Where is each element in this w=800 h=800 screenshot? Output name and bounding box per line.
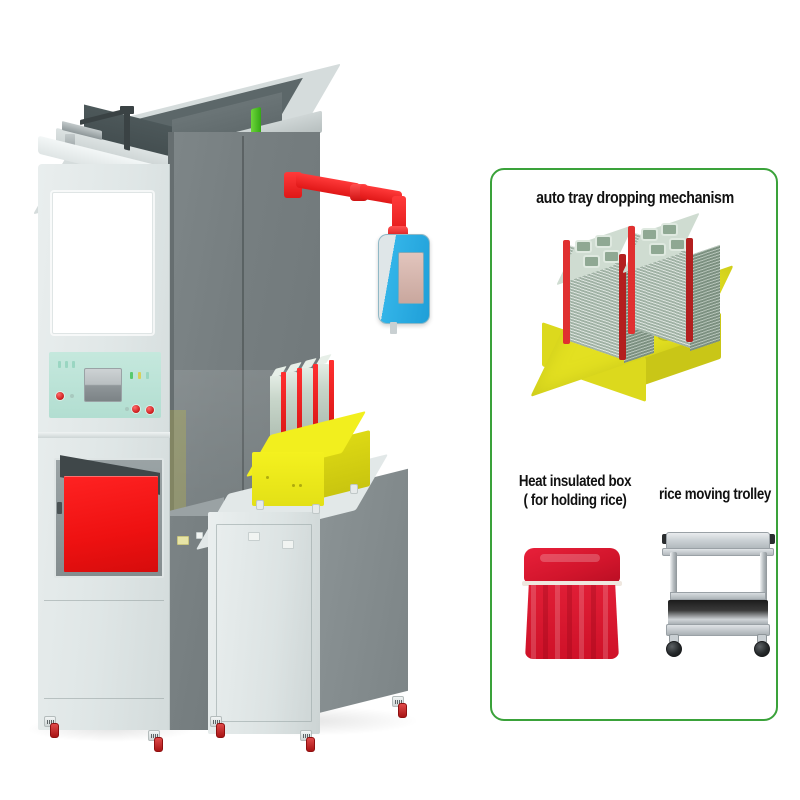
lid-highlight — [540, 554, 600, 562]
tray-cell — [595, 235, 612, 248]
caster-roller — [398, 703, 407, 718]
box-rib — [603, 585, 608, 659]
hmi-cable-clip — [390, 322, 397, 334]
tray-guide-rail — [297, 368, 302, 440]
trolley-bottom-rail — [666, 624, 770, 636]
pedestal-front-panel — [216, 524, 312, 722]
tray-guide-rail — [329, 360, 334, 432]
tray-cell — [575, 240, 592, 253]
trolley-caster — [666, 634, 682, 657]
label-rice-moving-trolley: rice moving trolley — [658, 486, 771, 503]
tray-stack-side — [690, 244, 720, 352]
indicator-led — [146, 372, 149, 379]
trolley-handle-right — [766, 534, 775, 544]
caster-wheel — [300, 730, 316, 752]
label-line-1: Heat insulated box — [518, 473, 632, 490]
box-rib — [567, 585, 572, 659]
display-window — [52, 192, 153, 334]
tray-guide-rail — [686, 238, 693, 342]
panel-marker — [70, 394, 74, 398]
box-rib — [543, 585, 548, 659]
trolley-mid-rail — [670, 592, 766, 600]
cabinet-seam — [44, 600, 164, 601]
indicator-led — [58, 361, 61, 368]
cabinet-mid-rail — [38, 432, 170, 438]
tray-column — [270, 376, 281, 442]
tray-guide-rail — [281, 372, 286, 444]
tray-cell — [669, 238, 686, 251]
machine-rear-column-edge — [168, 132, 174, 652]
module-fastener — [292, 484, 295, 487]
pedestal-sticker — [177, 536, 189, 545]
caster-wheel — [148, 730, 164, 752]
insulated-box-lid — [524, 548, 620, 582]
tray-cell — [661, 223, 678, 236]
module-fastener — [266, 476, 269, 479]
module-fastener — [299, 484, 302, 487]
emergency-stop-button[interactable] — [56, 392, 64, 400]
module-foot — [256, 500, 264, 510]
tray-cell — [641, 228, 658, 241]
caster-roller — [154, 737, 163, 752]
rice-moving-trolley-illustration — [660, 530, 778, 670]
stop-button[interactable] — [146, 406, 154, 414]
pedestal-front-face — [208, 512, 320, 734]
label-heat-insulated-box: Heat insulated box ( for holding rice) — [506, 472, 644, 511]
caster-roller — [216, 723, 225, 738]
caster-roller — [50, 723, 59, 738]
indicator-led-green — [130, 372, 133, 379]
module-front-face — [252, 452, 324, 506]
hopper-post-center — [124, 109, 130, 151]
start-button[interactable] — [132, 405, 140, 413]
tray-guide-rail — [313, 364, 318, 436]
lcd-display[interactable] — [84, 368, 122, 402]
caster-wheel — [392, 696, 408, 718]
indicator-led-yellow — [138, 372, 141, 379]
box-rib — [531, 585, 536, 659]
auto-tray-dropping-mechanism-illustration — [530, 212, 745, 402]
trolley-lower-shelf — [668, 600, 768, 626]
module-foot — [312, 504, 320, 514]
caster-wheel — [210, 716, 226, 738]
tray-guide-rail — [628, 226, 635, 334]
tray-cell — [603, 250, 620, 263]
lid-seam — [522, 581, 622, 586]
heat-insulated-box-illustration — [520, 548, 624, 666]
red-service-door[interactable] — [64, 476, 158, 572]
rice-tray-filling-machine — [20, 63, 460, 760]
door-latch[interactable] — [57, 502, 62, 514]
panel-marker — [125, 407, 129, 411]
insulated-box-body — [525, 585, 619, 659]
pedestal-nameplate — [282, 540, 294, 549]
hmi-screen[interactable] — [398, 252, 424, 304]
tray-column — [302, 368, 313, 434]
caster-roller — [666, 641, 682, 657]
pedestal-sticker — [196, 532, 203, 539]
label-line-2: ( for holding rice) — [523, 492, 627, 510]
caster-roller — [306, 737, 315, 752]
tray-guide-rail — [563, 240, 570, 344]
label-auto-tray-dropping-mechanism: auto tray dropping mechanism — [536, 189, 734, 207]
tray-cell — [649, 243, 666, 256]
tray-column — [318, 364, 329, 430]
module-foot — [350, 484, 358, 494]
machine-rear-column-seam — [242, 136, 244, 576]
indicator-led — [72, 361, 75, 368]
box-rib — [579, 585, 584, 659]
tray-guide-rail — [619, 254, 626, 360]
tray-cell — [583, 255, 600, 268]
box-rib — [555, 585, 560, 659]
indicator-led — [65, 361, 68, 368]
trolley-top-lip — [662, 548, 774, 556]
pedestal-nameplate — [248, 532, 260, 541]
box-rib — [591, 585, 596, 659]
cabinet-seam — [44, 698, 164, 699]
trolley-caster — [754, 634, 770, 657]
caster-roller — [754, 641, 770, 657]
tray-column — [286, 372, 297, 438]
caster-wheel — [44, 716, 60, 738]
